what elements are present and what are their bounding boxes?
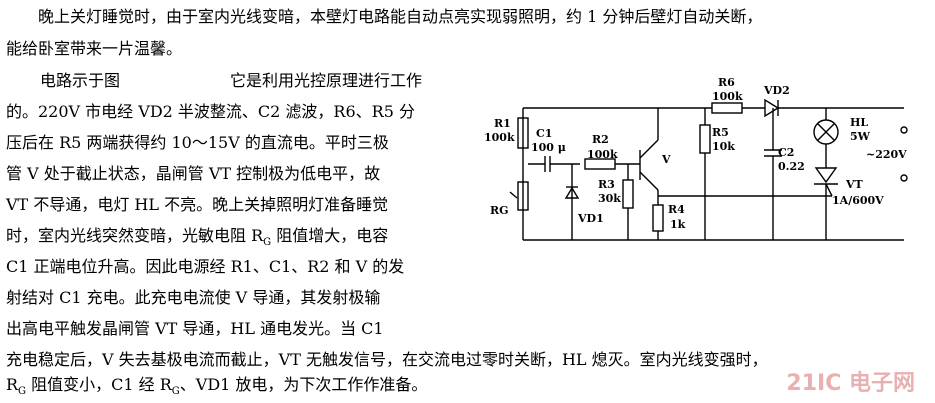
c1-value: 100 μ	[531, 141, 566, 154]
light-arrow	[509, 191, 518, 199]
paragraph-line: 压后在 R5 两端获得约 10～15V 的直流电。平时三极	[6, 133, 389, 152]
vt-label: VT	[845, 178, 864, 191]
rg-label: RG	[490, 204, 509, 217]
r1-resistor	[517, 117, 529, 149]
paragraph-line: VT 不导通，电灯 HL 不亮。晚上关掉照明灯准备睡觉	[6, 195, 389, 214]
paragraph-line: 时，室内光线突然变暗，光敏电阻 RG 阻值增大，电容	[6, 226, 389, 249]
r6-resistor	[711, 102, 743, 114]
r5-label: R5	[712, 126, 729, 139]
paragraph-line: 能给卧室带来一片温馨。	[6, 39, 183, 58]
paragraph-line: 它是利用光控原理进行工作	[230, 71, 423, 90]
r5-value: 10k	[712, 140, 735, 153]
v-label: V	[661, 153, 671, 166]
hl-label: HL	[850, 116, 868, 129]
rg-resistor	[517, 181, 529, 211]
r6-value: 100k	[712, 90, 743, 103]
paragraph-line: RG 阻值变小，C1 经 RG、VD1 放电，为下次工作作准备。	[6, 375, 428, 398]
r4-label: R4	[668, 203, 685, 216]
ac-terminal	[900, 126, 908, 134]
r5-resistor	[699, 124, 711, 154]
hl-value: 5W	[850, 130, 871, 143]
ac-terminal	[900, 174, 908, 182]
r4-value: 1k	[670, 218, 686, 231]
paragraph-line: 射结对 C1 充电。此充电电流使 V 导通，其发射极输	[6, 288, 381, 307]
paragraph-line: 充电稳定后，V 失去基极电流而截止，VT 无触发信号，在交流电过零时关断，HL …	[6, 350, 768, 369]
vd2-label: VD2	[763, 84, 790, 97]
r1-label: R1	[494, 117, 511, 130]
vd1-diode	[564, 186, 580, 199]
watermark: 21IC 电子网	[786, 371, 915, 396]
r2-label: R2	[592, 133, 609, 146]
c1-label: C1	[536, 127, 552, 140]
r6-label: R6	[718, 76, 735, 89]
paragraph-line: C1 正端电位升高。因此电源经 R1、C1、R2 和 V 的发	[6, 257, 405, 276]
vd2-diode	[764, 98, 780, 118]
paragraph-line: 管 V 处于截止状态，晶闸管 VT 控制极为低电平，故	[6, 164, 381, 183]
vt-thyristor	[814, 167, 838, 184]
r4-resistor	[652, 204, 664, 232]
paragraph-line: 电路示于图	[40, 71, 121, 90]
c2-label: C2	[778, 146, 794, 159]
paragraph-line: 的。220V 市电经 VD2 半波整流、C2 滤波，R6、R5 分	[6, 102, 415, 121]
r2-value: 100k	[587, 148, 618, 161]
ac-label: ~220V	[866, 148, 907, 161]
r3-label: R3	[598, 178, 615, 191]
c2-value: 0.22	[778, 160, 805, 173]
paragraph-line: 出高电平触发晶闸管 VT 导通，HL 通电发光。当 C1	[6, 319, 384, 338]
r3-value: 30k	[598, 192, 621, 205]
paragraph-line: 晚上关灯睡觉时，由于室内光线变暗，本壁灯电路能自动点亮实现弱照明，约 1 分钟后…	[38, 7, 763, 26]
vt-value: 1A/600V	[832, 194, 884, 207]
r3-resistor	[622, 179, 634, 209]
vd1-label: VD1	[577, 212, 604, 225]
r1-value: 100k	[484, 131, 515, 144]
